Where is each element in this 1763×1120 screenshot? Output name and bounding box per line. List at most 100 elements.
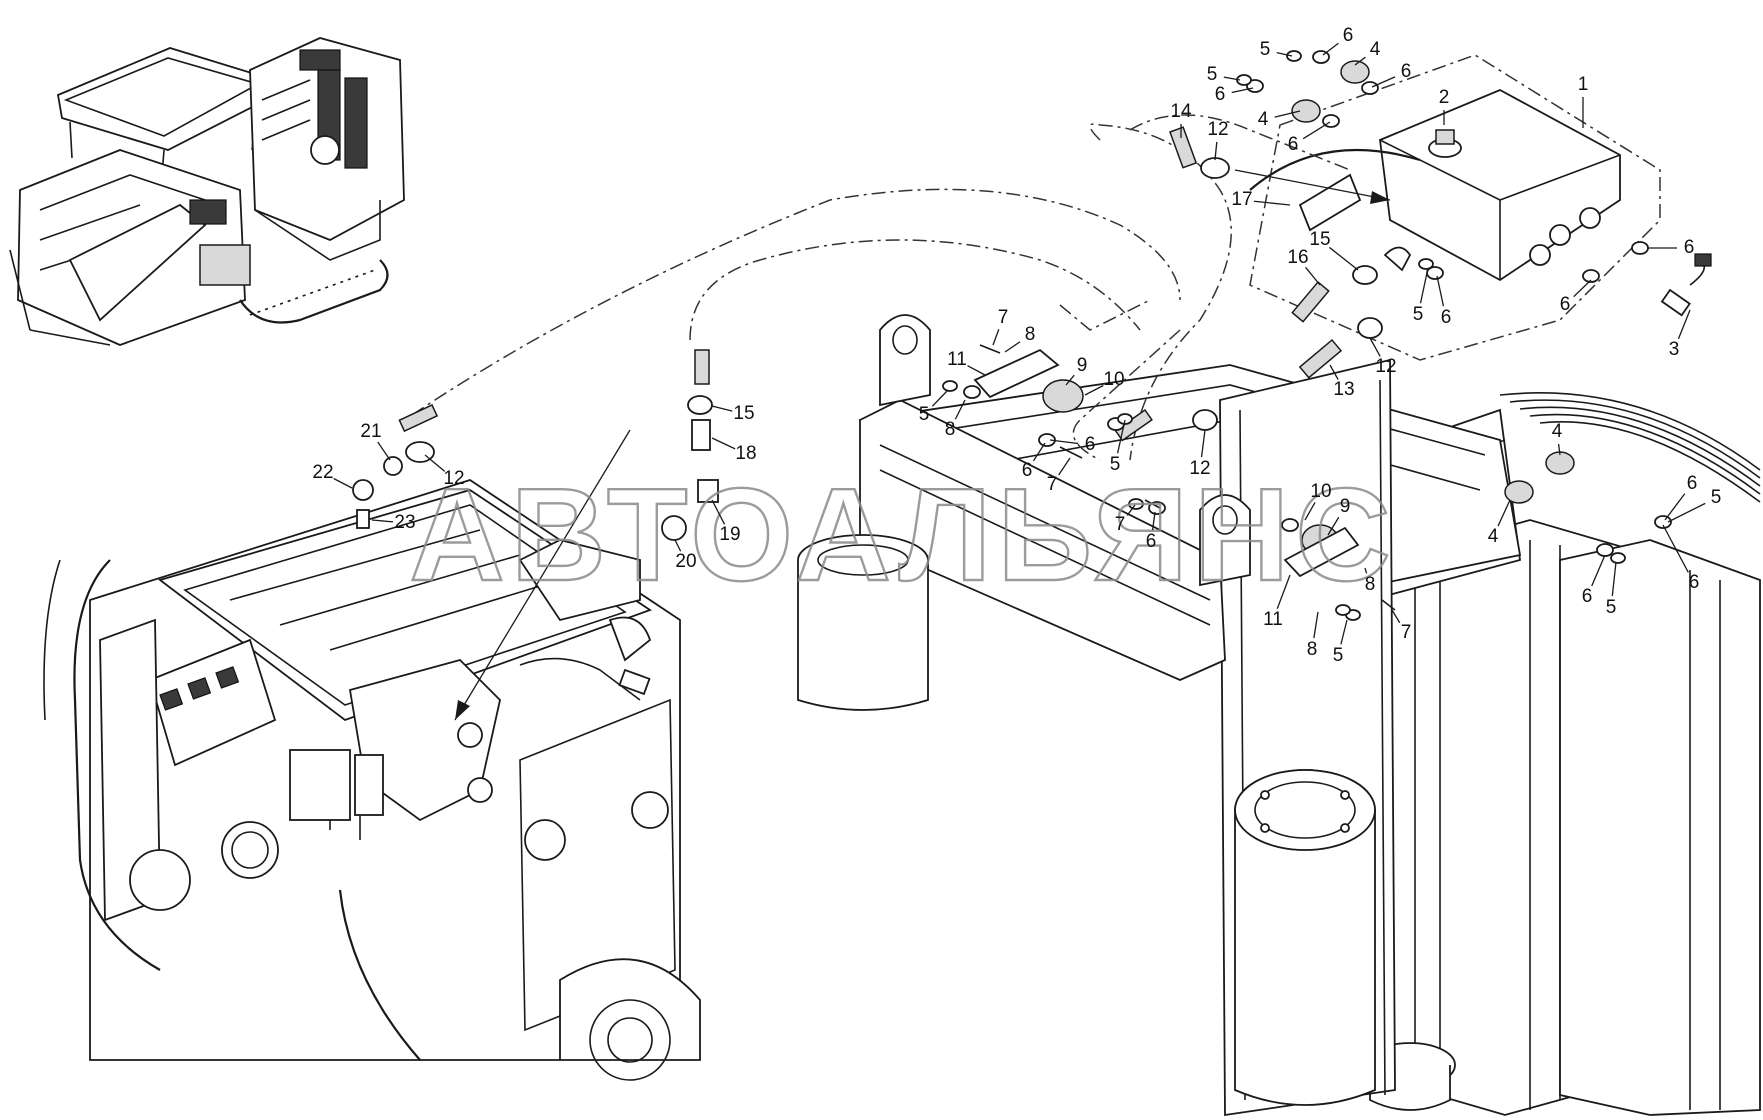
callout-leader <box>1611 561 1617 597</box>
callout-8: 8 <box>1025 324 1036 345</box>
callout-leader <box>1305 266 1321 286</box>
callout-13: 13 <box>1333 379 1354 400</box>
callout-leader <box>1276 574 1291 610</box>
callout-leader <box>1664 493 1686 521</box>
callout-leader <box>1369 337 1381 357</box>
callout-leader <box>1151 511 1156 531</box>
callout-leader <box>1065 374 1075 386</box>
callout-leader <box>1084 384 1104 396</box>
callout-leader <box>711 437 736 450</box>
callout-15: 15 <box>1309 229 1330 250</box>
callout-leader <box>377 441 391 461</box>
callout-7: 7 <box>1115 514 1126 535</box>
callout-leader <box>1313 611 1319 639</box>
callout-leader <box>931 389 949 407</box>
callout-leader <box>954 399 966 420</box>
callout-leader <box>1667 502 1706 523</box>
callout-leader <box>1116 419 1126 454</box>
callout-leader <box>1322 42 1339 56</box>
callout-5: 5 <box>1333 645 1344 666</box>
callout-5: 5 <box>1110 454 1121 475</box>
callout-leader <box>1329 246 1359 271</box>
callout-9: 9 <box>1340 496 1351 517</box>
callout-6: 6 <box>1684 237 1695 258</box>
callout-6: 6 <box>1085 434 1096 455</box>
callout-4: 4 <box>1488 526 1499 547</box>
small-parts <box>352 50 1712 621</box>
callout-4: 4 <box>1552 421 1563 442</box>
callout-leader <box>1557 443 1561 456</box>
callout-leader <box>1354 56 1366 66</box>
callout-leader <box>1223 76 1241 81</box>
callout-leader <box>1662 524 1689 573</box>
callout-19: 19 <box>719 524 740 545</box>
callout-4: 4 <box>1370 39 1381 60</box>
callout-leader <box>1126 504 1136 516</box>
callout-leader <box>1274 110 1301 118</box>
callout-8: 8 <box>945 419 956 440</box>
callout-leader <box>1253 200 1291 206</box>
callout-20: 20 <box>675 551 696 572</box>
callout-7: 7 <box>1401 622 1412 643</box>
callout-10: 10 <box>1103 369 1124 390</box>
callout-7: 7 <box>1047 474 1058 495</box>
callout-leader <box>1214 141 1218 161</box>
callout-5: 5 <box>1711 487 1722 508</box>
callout-11: 11 <box>1263 609 1283 630</box>
callout-leader <box>371 519 394 523</box>
callout-leader <box>1329 364 1339 380</box>
callout-6: 6 <box>1687 473 1698 494</box>
callout-6: 6 <box>1343 25 1354 46</box>
callout-23: 23 <box>394 512 415 533</box>
callout-6: 6 <box>1022 460 1033 481</box>
callout-leader <box>1327 516 1340 536</box>
callout-5: 5 <box>1260 39 1271 60</box>
watermark: АВТОАЛЬЯНС <box>409 461 1396 608</box>
callout-18: 18 <box>735 443 756 464</box>
callout-8: 8 <box>1307 639 1318 660</box>
callout-6: 6 <box>1401 61 1412 82</box>
callout-5: 5 <box>1207 64 1218 85</box>
callout-leader <box>1340 619 1348 645</box>
engine-assembly <box>43 429 701 1081</box>
callout-9: 9 <box>1077 355 1088 376</box>
callout-17: 17 <box>1231 189 1252 210</box>
callout-12: 12 <box>1189 458 1210 479</box>
callout-leader <box>711 499 726 525</box>
callout-3: 3 <box>1669 339 1680 360</box>
callout-leader <box>1058 457 1071 476</box>
callout-6: 6 <box>1560 294 1571 315</box>
callout-12: 12 <box>1207 119 1228 140</box>
callout-leader <box>1371 76 1396 88</box>
hose-routing <box>411 114 1391 461</box>
callout-6: 6 <box>1582 586 1593 607</box>
callout-6: 6 <box>1288 134 1299 155</box>
callout-4: 4 <box>1258 109 1269 130</box>
callout-leader <box>967 365 986 376</box>
callout-12: 12 <box>443 468 464 489</box>
callout-6: 6 <box>1441 307 1452 328</box>
callout-leader <box>1497 499 1511 527</box>
callout-6: 6 <box>1215 84 1226 105</box>
callout-leader <box>1391 609 1401 624</box>
callout-21: 21 <box>360 421 381 442</box>
callout-leader <box>1304 502 1316 521</box>
callout-5: 5 <box>1413 304 1424 325</box>
callout-leader <box>1573 279 1592 298</box>
callout-leader <box>1200 429 1206 458</box>
callout-leader <box>674 539 682 552</box>
callout-2: 2 <box>1439 87 1450 108</box>
callout-8: 8 <box>1365 574 1376 595</box>
callout-leader <box>1049 439 1079 445</box>
callout-leader <box>333 477 353 489</box>
callout-layer: 1234444555555556666666666666777788889910… <box>312 25 1721 666</box>
callout-15: 15 <box>733 403 754 424</box>
callout-leader <box>1004 341 1021 353</box>
callout-leader <box>1032 442 1046 462</box>
callout-leader <box>424 454 446 472</box>
callout-leader <box>1419 267 1429 304</box>
callout-leader <box>1276 51 1293 57</box>
callout-6: 6 <box>1689 572 1700 593</box>
callout-leader <box>1231 87 1254 94</box>
